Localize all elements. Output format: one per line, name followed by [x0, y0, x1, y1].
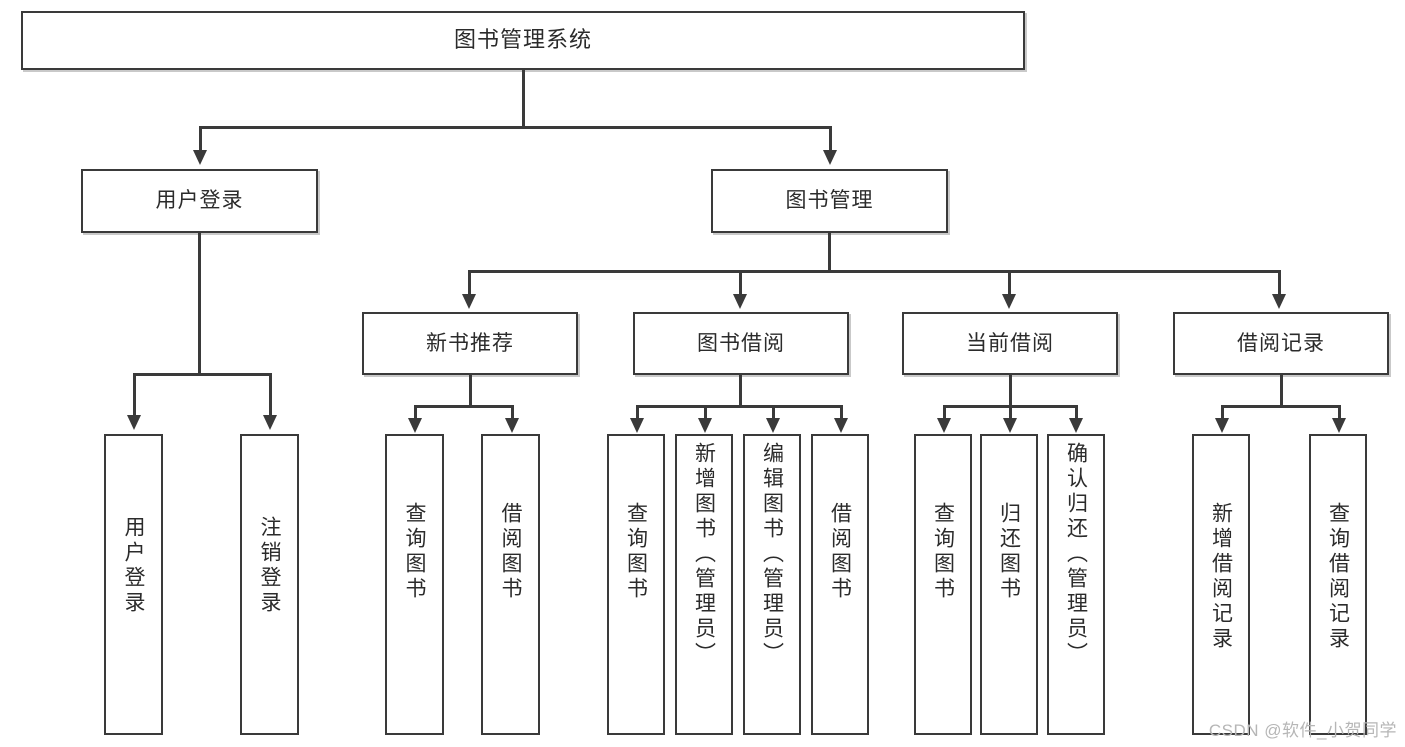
connector-borrow-record-leaf1 [1221, 405, 1224, 419]
node-label: 用户登录 [122, 516, 145, 616]
leaf-new-book-query[interactable]: 查询图书 [385, 434, 444, 735]
node-label: 归还图书 [997, 502, 1021, 602]
connector-current-borrow-leaf3 [1075, 405, 1078, 419]
connector-root-stem [522, 70, 525, 128]
arrow-current-borrow-leaf2 [1003, 418, 1017, 433]
node-current-borrow[interactable]: 当前借阅 [902, 312, 1118, 375]
arrow-to-borrow-record [1272, 294, 1286, 309]
arrow-new-book-leaf1 [408, 418, 422, 433]
node-label: 新增图书（管理员） [692, 442, 716, 667]
connector-current-borrow-leaf1 [943, 405, 946, 419]
node-label: 新书推荐 [426, 331, 514, 355]
node-user-login[interactable]: 用户登录 [81, 169, 318, 233]
arrow-to-current-borrow [1002, 294, 1016, 309]
arrow-borrow-record-leaf2 [1332, 418, 1346, 433]
connector-to-current-borrow [1008, 270, 1011, 295]
connector-user-login-leaf1 [133, 373, 136, 416]
connector-user-login-leaf2 [269, 373, 272, 416]
arrow-new-book-leaf2 [505, 418, 519, 433]
node-label: 查询借阅记录 [1326, 502, 1350, 652]
connector-to-book-borrow [739, 270, 742, 295]
connector-book-borrow-leaf4 [840, 405, 843, 419]
arrow-user-login-leaf2 [263, 415, 277, 430]
node-borrow-record[interactable]: 借阅记录 [1173, 312, 1389, 375]
connector-current-borrow-stem [1009, 375, 1012, 407]
connector-new-book-stem [469, 375, 472, 407]
node-label: 查询图书 [931, 502, 955, 602]
leaf-current-borrow-confirm-return[interactable]: 确认归还（管理员） [1047, 434, 1105, 735]
connector-to-borrow-record [1278, 270, 1281, 295]
arrow-book-borrow-leaf3 [766, 418, 780, 433]
node-label: 当前借阅 [966, 331, 1054, 355]
arrow-to-book-management [823, 150, 837, 165]
connector-book-borrow-bus [636, 405, 840, 408]
connector-borrow-record-bus [1221, 405, 1339, 408]
node-label: 图书管理系统 [453, 27, 592, 53]
connector-book-borrow-leaf3 [772, 405, 775, 419]
arrow-to-book-borrow [733, 294, 747, 309]
node-label: 确认归还（管理员） [1064, 442, 1088, 667]
node-label: 用户登录 [155, 189, 244, 213]
leaf-new-book-borrow[interactable]: 借阅图书 [481, 434, 540, 735]
node-label: 查询图书 [403, 502, 426, 602]
connector-current-borrow-leaf2 [1009, 405, 1012, 419]
node-label: 注销登录 [258, 516, 281, 616]
connector-to-new-book [468, 270, 471, 295]
leaf-current-borrow-query[interactable]: 查询图书 [914, 434, 972, 735]
leaf-user-login-login[interactable]: 用户登录 [104, 434, 163, 735]
connector-new-book-leaf2 [511, 405, 514, 419]
arrow-to-user-login [193, 150, 207, 165]
node-label: 图书管理 [785, 189, 874, 213]
arrow-book-borrow-leaf2 [698, 418, 712, 433]
arrow-current-borrow-leaf3 [1069, 418, 1083, 433]
node-label: 借阅记录 [1237, 331, 1325, 355]
node-book-management[interactable]: 图书管理 [711, 169, 948, 233]
node-label: 借阅图书 [499, 502, 522, 602]
arrow-book-borrow-leaf4 [834, 418, 848, 433]
node-label: 借阅图书 [828, 502, 852, 602]
leaf-book-borrow-add[interactable]: 新增图书（管理员） [675, 434, 733, 735]
node-book-borrow[interactable]: 图书借阅 [633, 312, 849, 375]
leaf-borrow-record-add[interactable]: 新增借阅记录 [1192, 434, 1250, 735]
leaf-book-borrow-query[interactable]: 查询图书 [607, 434, 665, 735]
watermark: CSDN @软件_小贺同学 [1208, 721, 1397, 740]
leaf-book-borrow-borrow[interactable]: 借阅图书 [811, 434, 869, 735]
connector-borrow-record-leaf2 [1338, 405, 1341, 419]
leaf-user-login-logout[interactable]: 注销登录 [240, 434, 299, 735]
connector-root-bus [199, 126, 831, 129]
arrow-book-borrow-leaf1 [630, 418, 644, 433]
connector-book-borrow-leaf2 [704, 405, 707, 419]
connector-to-user-login [199, 126, 202, 151]
node-label: 查询图书 [624, 502, 648, 602]
node-label: 编辑图书（管理员） [760, 442, 784, 667]
node-new-book-recommend[interactable]: 新书推荐 [362, 312, 578, 375]
arrow-to-new-book [462, 294, 476, 309]
arrow-user-login-leaf1 [127, 415, 141, 430]
connector-level3-bus [468, 270, 1280, 273]
leaf-current-borrow-return[interactable]: 归还图书 [980, 434, 1038, 735]
connector-book-management-stem [828, 233, 831, 272]
connector-user-login-bus [133, 373, 271, 376]
connector-book-borrow-leaf1 [636, 405, 639, 419]
connector-new-book-bus [414, 405, 513, 408]
node-label: 图书借阅 [697, 331, 785, 355]
arrow-borrow-record-leaf1 [1215, 418, 1229, 433]
node-label: 新增借阅记录 [1209, 502, 1233, 652]
connector-to-book-management [829, 126, 832, 151]
connector-user-login-stem [198, 233, 201, 375]
connector-borrow-record-stem [1280, 375, 1283, 407]
node-book-management-system[interactable]: 图书管理系统 [21, 11, 1025, 70]
leaf-borrow-record-query[interactable]: 查询借阅记录 [1309, 434, 1367, 735]
leaf-book-borrow-edit[interactable]: 编辑图书（管理员） [743, 434, 801, 735]
connector-new-book-leaf1 [414, 405, 417, 419]
arrow-current-borrow-leaf1 [937, 418, 951, 433]
connector-book-borrow-stem [739, 375, 742, 407]
